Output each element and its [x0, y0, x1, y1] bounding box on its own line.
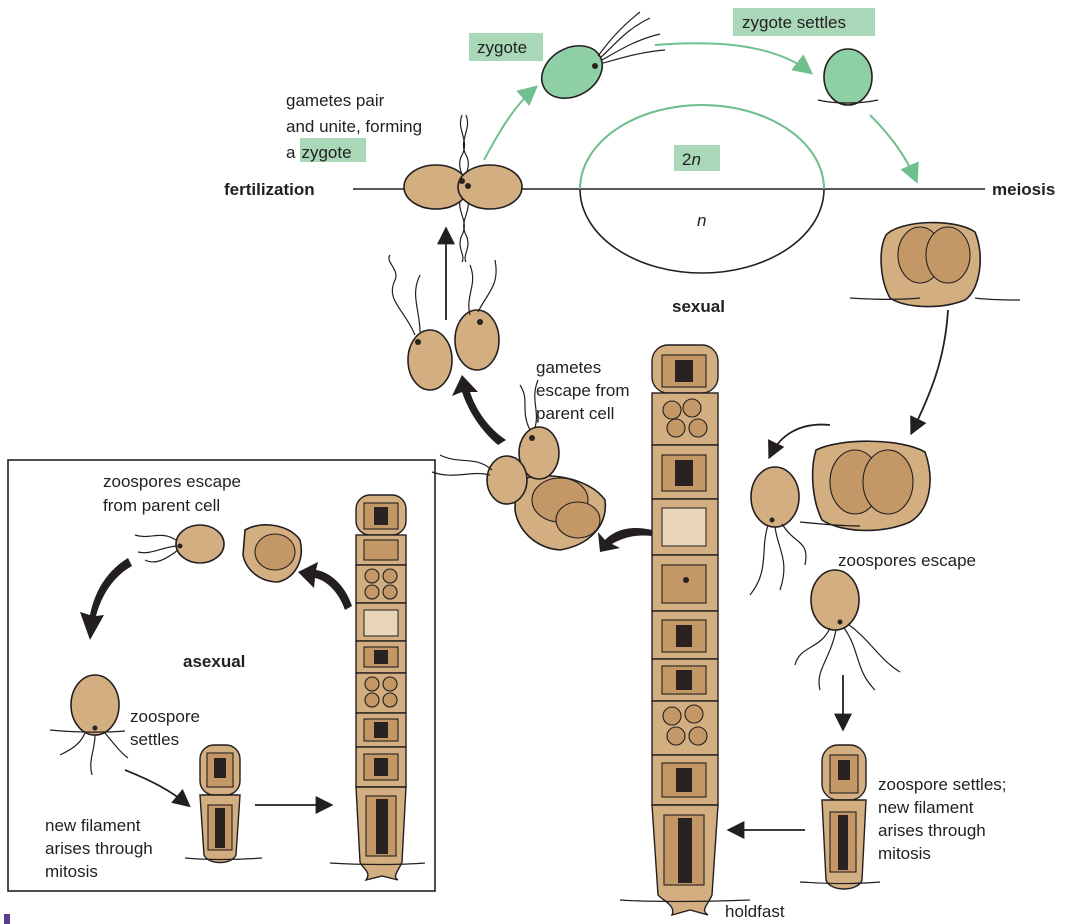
gametes-pair-line2: and unite, forming — [286, 117, 422, 136]
zygote-settles-label: zygote settles — [742, 13, 846, 32]
zoospore-escape-cell — [800, 441, 930, 530]
asexual-label: asexual — [183, 652, 245, 671]
gametes-escape-line3: parent cell — [536, 404, 614, 423]
zoospore-swimming-right-1 — [750, 467, 806, 595]
zoospore-settles-right-line1: zoospore settles; — [878, 775, 1007, 794]
gametes-escape-line2: escape from — [536, 381, 630, 400]
thick-arrow-gametes — [452, 375, 506, 445]
gametes-pair-line1: gametes pair — [286, 91, 385, 110]
inset-thick-arrow-down — [80, 558, 132, 640]
haploid-label: n — [697, 211, 706, 230]
diploid-label: 2n — [682, 150, 701, 169]
meiotic-cell — [850, 223, 1020, 307]
zoospores-escape-label: zoospores escape — [838, 551, 976, 570]
thick-arrow-from-filament — [598, 528, 652, 552]
arrow-to-settled-zygote — [655, 43, 810, 72]
arrow-to-zygote — [484, 88, 535, 160]
inset-tall-filament — [330, 495, 425, 880]
new-filament-left-line1: new filament — [45, 816, 141, 835]
arrow-to-zoospore-escape — [912, 310, 948, 432]
fusing-gametes — [404, 115, 522, 262]
fertilization-label: fertilization — [224, 180, 315, 199]
zoospore-settles-right-line3: arises through — [878, 821, 986, 840]
zygote-label: zygote — [477, 38, 527, 57]
gamete-parent-cell — [515, 476, 605, 550]
zoospore-settles-line2: settles — [130, 730, 179, 749]
zoospore-settles-right-line2: new filament — [878, 798, 974, 817]
zoospore-settles-line1: zoospore — [130, 707, 200, 726]
inset-parent-cell — [243, 525, 301, 582]
inset-arrow-to-new-filament — [125, 770, 188, 805]
zoospore-swimming-right-2 — [795, 570, 900, 690]
gametes-escape-line1: gametes — [536, 358, 601, 377]
zoospores-escape-parent-line2: from parent cell — [103, 496, 220, 515]
inset-thick-arrow-up — [298, 562, 352, 610]
gamete-swimming-1 — [389, 255, 452, 390]
new-filament-left-line3: mitosis — [45, 862, 98, 881]
holdfast-label: holdfast — [725, 902, 785, 921]
zoospores-escape-parent-line1: zoospores escape — [103, 472, 241, 491]
meiosis-label: meiosis — [992, 180, 1055, 199]
inset-new-filament — [185, 745, 262, 863]
corner-mark — [4, 914, 10, 924]
settled-zygote — [818, 49, 878, 105]
zoospore-settles-right-line4: mitosis — [878, 844, 931, 863]
new-filament-right — [800, 745, 880, 889]
inset-zoospore-swimming — [135, 525, 224, 563]
inset-zoospore-settling — [50, 675, 128, 775]
new-filament-left-line2: arises through — [45, 839, 153, 858]
arrow-to-meiosis — [870, 115, 916, 180]
gamete-swimming-2 — [455, 260, 499, 370]
gamete-escaping-2 — [432, 455, 527, 504]
zygote-swimming — [532, 12, 665, 109]
sexual-label: sexual — [672, 297, 725, 316]
